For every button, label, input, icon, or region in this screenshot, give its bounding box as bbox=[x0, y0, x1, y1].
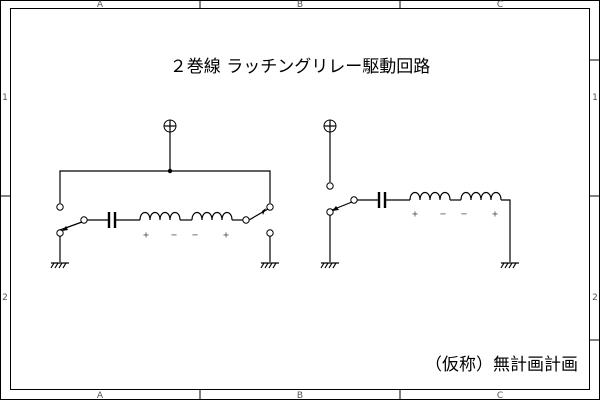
left-coil-2 bbox=[191, 211, 233, 221]
right-ground-b bbox=[500, 262, 519, 269]
left-switch-a bbox=[56, 203, 88, 237]
right-power-symbol bbox=[323, 119, 337, 133]
zone-col-c-top: C bbox=[497, 0, 503, 10]
left-power-symbol bbox=[163, 119, 177, 133]
left-capacitor bbox=[107, 212, 117, 228]
diagram-title: ２巻線 ラッチングリレー駆動回路 bbox=[170, 57, 430, 77]
right-switch bbox=[326, 182, 358, 216]
left-pol-3: − bbox=[192, 230, 198, 241]
left-pol-4: + bbox=[223, 230, 229, 241]
project-name: （仮称）無計画計画 bbox=[425, 355, 578, 375]
left-pol-2: − bbox=[171, 230, 177, 241]
right-ground-a bbox=[320, 262, 339, 269]
right-pol-1: + bbox=[412, 209, 418, 220]
right-pol-4: + bbox=[492, 209, 498, 220]
zone-row-2-right: 2 bbox=[592, 293, 598, 303]
zone-col-a-bottom: A bbox=[97, 391, 104, 400]
zone-row-1-left: 1 bbox=[2, 93, 8, 103]
right-coil-1 bbox=[409, 191, 451, 201]
left-ground-b bbox=[260, 262, 279, 269]
left-switch-b bbox=[242, 203, 274, 237]
left-coil-1 bbox=[139, 211, 181, 221]
zone-row-1-right: 1 bbox=[592, 93, 598, 103]
right-capacitor bbox=[377, 192, 387, 208]
zone-col-a-top: A bbox=[97, 0, 104, 10]
left-pol-1: + bbox=[143, 230, 149, 241]
zone-col-c-bottom: C bbox=[497, 391, 503, 400]
right-coil-2 bbox=[460, 191, 502, 201]
left-ground-a bbox=[50, 262, 69, 269]
right-circuit: + − − + bbox=[320, 119, 519, 269]
zone-row-2-left: 2 bbox=[2, 293, 8, 303]
right-pol-2: − bbox=[440, 209, 446, 220]
left-circuit: + − − + bbox=[50, 119, 279, 269]
zone-col-b-top: B bbox=[297, 0, 303, 10]
right-pol-3: − bbox=[461, 209, 467, 220]
zone-col-b-bottom: B bbox=[297, 391, 303, 400]
inner-frame bbox=[10, 8, 590, 390]
